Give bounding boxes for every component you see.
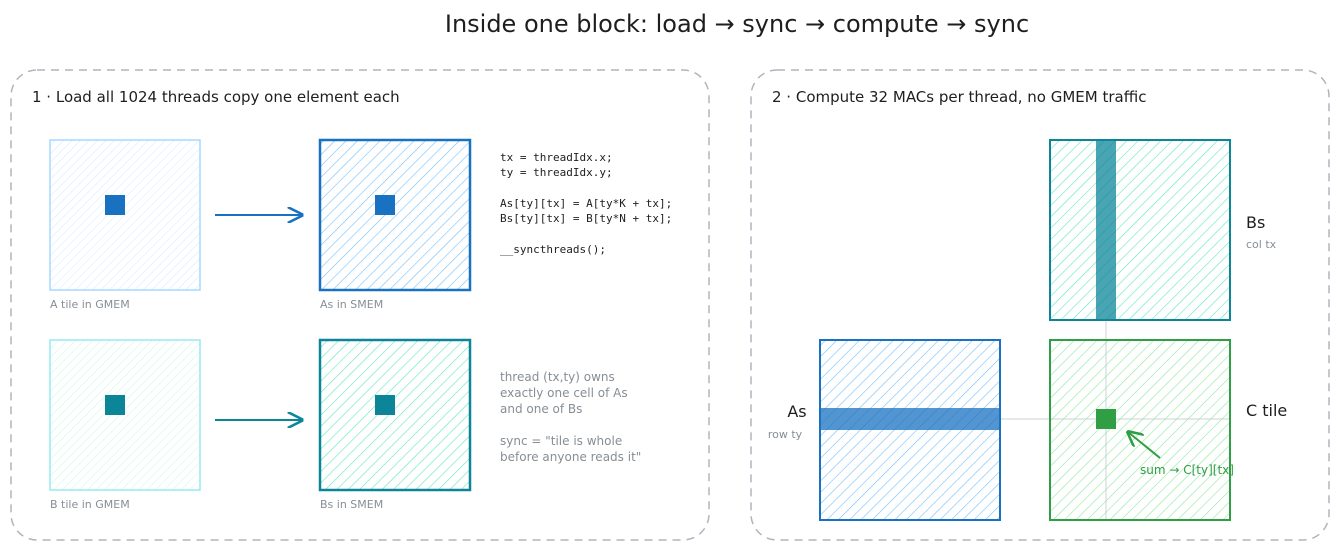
as-sublabel: row ty	[768, 428, 803, 441]
as-tile-label: As in SMEM	[320, 298, 383, 311]
code-line: tx = threadIdx.x;	[500, 151, 613, 164]
sum-label: sum → C[ty][tx]	[1140, 463, 1234, 477]
code-line: As[ty][tx] = A[ty*K + tx];	[500, 197, 672, 210]
b-tile-label: B tile in GMEM	[50, 498, 130, 511]
code-line: ty = threadIdx.y;	[500, 166, 613, 179]
bs-tile-label: Bs in SMEM	[320, 498, 383, 511]
bs-column-highlight	[1096, 140, 1116, 320]
code-line: Bs[ty][tx] = B[ty*N + tx];	[500, 212, 672, 225]
a-cell	[105, 195, 125, 215]
notes: thread (tx,ty) owns exactly one cell of …	[500, 370, 641, 464]
b-tile-gmem	[49, 339, 201, 491]
a-tile-gmem	[49, 139, 201, 291]
code-line: __syncthreads();	[500, 243, 606, 256]
panel-compute-border	[750, 69, 1330, 541]
bs-tile	[1049, 139, 1231, 321]
panel-load-border	[10, 69, 710, 541]
diagram-title: Inside one block: load → sync → compute …	[445, 10, 1029, 38]
panel-compute-heading: 2 · Compute 32 MACs per thread, no GMEM …	[772, 88, 1146, 106]
bs-label: Bs	[1246, 213, 1265, 232]
bs-tile-smem	[318, 338, 472, 492]
as-label: As	[787, 402, 806, 421]
note-line: thread (tx,ty) owns	[500, 370, 615, 384]
as-tile	[819, 339, 1001, 521]
as-cell	[375, 195, 395, 215]
a-tile-label: A tile in GMEM	[50, 298, 130, 311]
as-tile-smem	[318, 138, 472, 292]
b-cell	[105, 395, 125, 415]
bs-sublabel: col tx	[1246, 238, 1277, 251]
bs-cell	[375, 395, 395, 415]
c-tile-label: C tile	[1246, 401, 1287, 420]
c-cell	[1096, 409, 1116, 429]
note-line: before anyone reads it"	[500, 450, 641, 464]
as-row-highlight	[820, 408, 1000, 430]
note-line: sync = "tile is whole	[500, 434, 622, 448]
panel-load: 1 · Load all 1024 threads copy one eleme…	[10, 69, 710, 541]
code-snippet: tx = threadIdx.x; ty = threadIdx.y; As[t…	[500, 151, 672, 256]
panel-compute: 2 · Compute 32 MACs per thread, no GMEM …	[750, 69, 1330, 541]
note-line: and one of Bs	[500, 402, 582, 416]
note-line: exactly one cell of As	[500, 386, 628, 400]
panel-load-heading: 1 · Load all 1024 threads copy one eleme…	[32, 88, 400, 106]
sum-arrow	[1128, 432, 1161, 459]
c-tile	[1049, 339, 1231, 521]
